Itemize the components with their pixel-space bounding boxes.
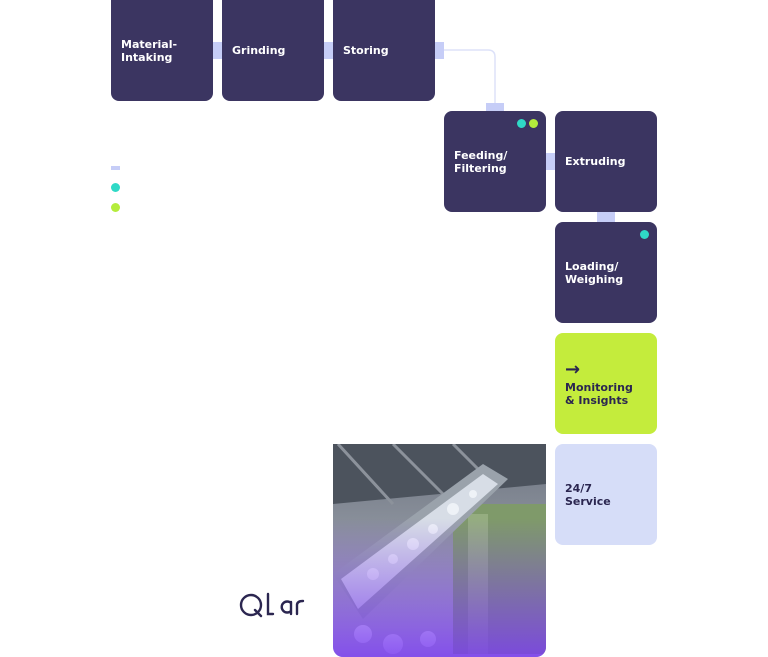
step-label: 24/7 Service bbox=[565, 481, 611, 508]
step-storing: Storing bbox=[333, 0, 435, 101]
step-service: 24/7 Service bbox=[555, 444, 657, 545]
green-dot-icon bbox=[529, 119, 538, 128]
step-material-intaking: Material- Intaking bbox=[111, 0, 213, 101]
arrow-right-icon: → bbox=[565, 358, 581, 380]
step-label: Loading/ Weighing bbox=[565, 259, 624, 286]
legend-green-dot-icon bbox=[111, 203, 120, 212]
connector-4-5 bbox=[546, 153, 555, 170]
conveyor-image-icon bbox=[333, 444, 546, 657]
step-label: Monitoring & Insights bbox=[565, 380, 633, 407]
step-label: Feeding/ Filtering bbox=[454, 148, 508, 175]
connector-5-6 bbox=[597, 212, 615, 222]
teal-dot-icon bbox=[517, 119, 526, 128]
step-label: Grinding bbox=[232, 44, 286, 57]
conveyor-photo bbox=[333, 444, 546, 657]
qlar-logo bbox=[239, 592, 305, 618]
step-label: Extruding bbox=[565, 155, 626, 168]
connector-3-4-line bbox=[444, 49, 496, 106]
connector-2-3 bbox=[324, 42, 333, 59]
step-extruding: Extruding bbox=[555, 111, 657, 212]
legend-swatch-lilac bbox=[111, 166, 120, 170]
step-loading-weighing: Loading/ Weighing bbox=[555, 222, 657, 323]
step-monitoring-insights: → Monitoring & Insights bbox=[555, 333, 657, 434]
teal-dot-icon bbox=[640, 230, 649, 239]
connector-3-4 bbox=[486, 103, 504, 111]
step-grinding: Grinding bbox=[222, 0, 324, 101]
step-label: Material- Intaking bbox=[121, 37, 178, 64]
step-feeding-filtering: Feeding/ Filtering bbox=[444, 111, 546, 212]
legend-teal-dot-icon bbox=[111, 183, 120, 192]
step-label: Storing bbox=[343, 44, 389, 57]
connector-1-2 bbox=[213, 42, 222, 59]
connector-3-out bbox=[435, 42, 444, 59]
